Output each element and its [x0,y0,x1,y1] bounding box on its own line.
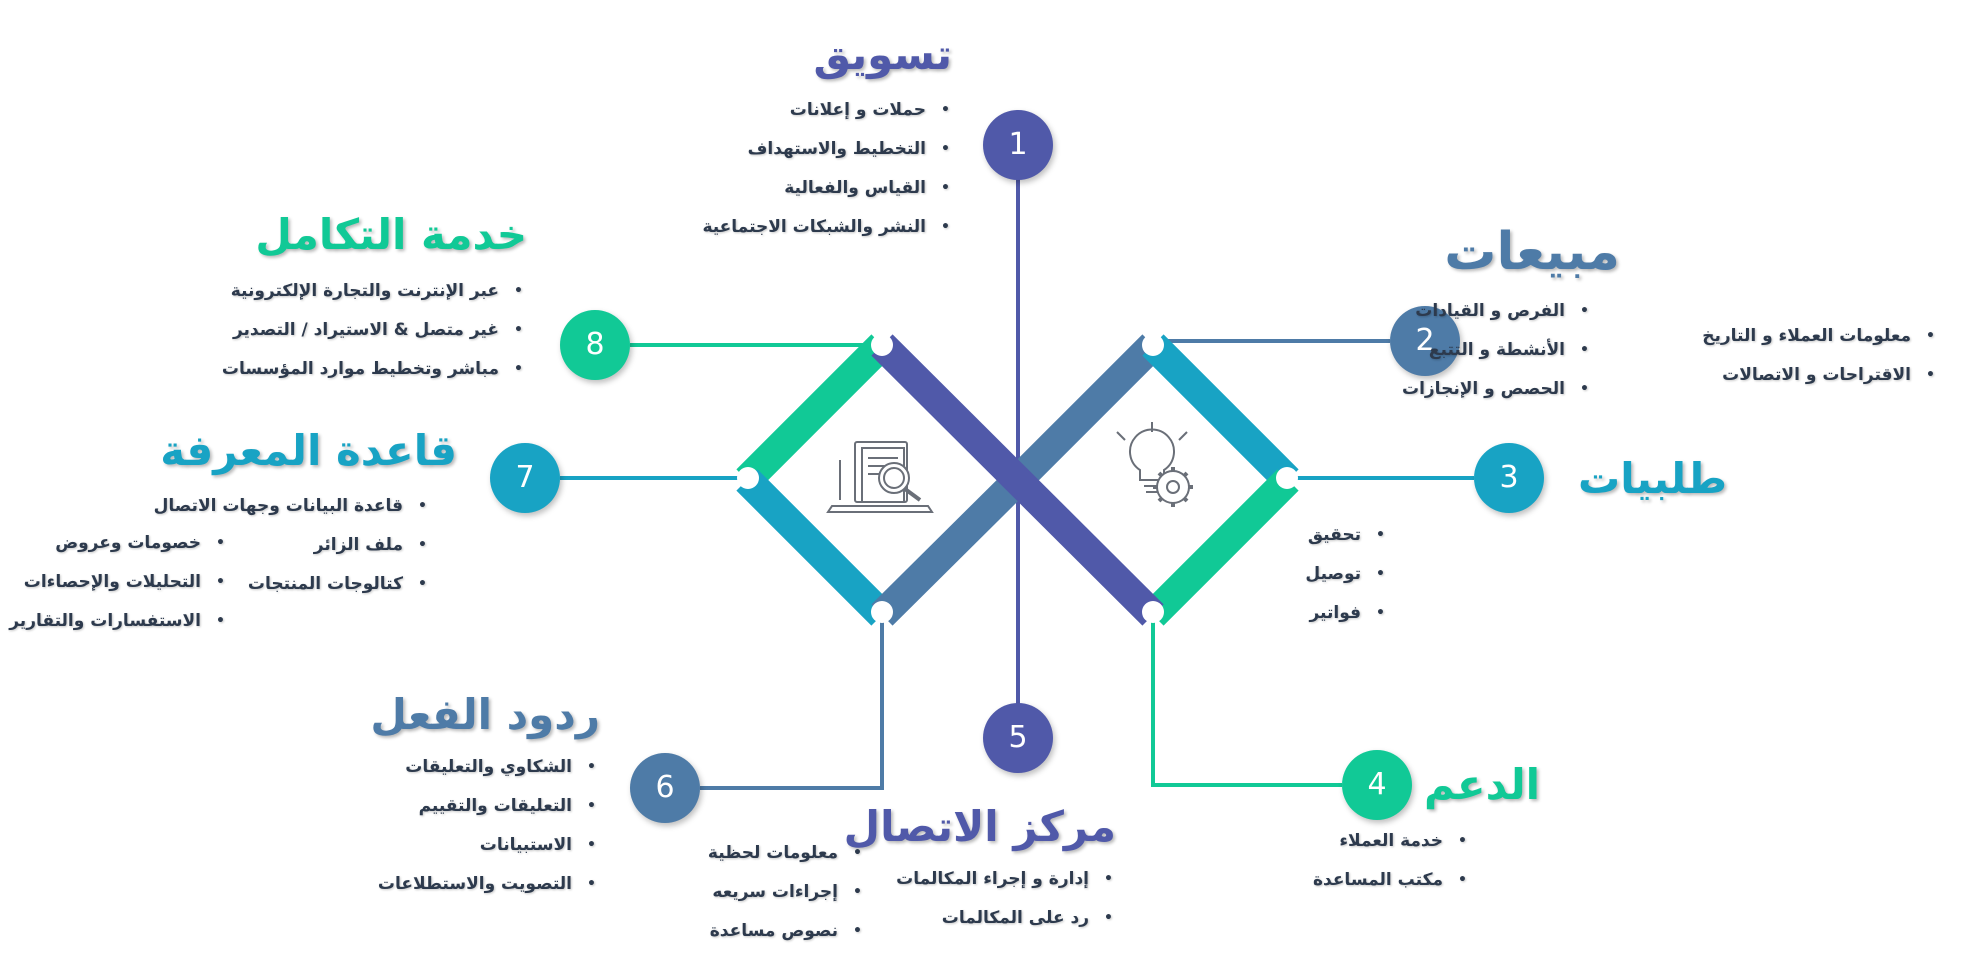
section-list-knowledge-base-extra: خصومات وعروض التحليلات والإحصاءات الاستف… [9,524,227,641]
section-title-marketing: تسويق [813,30,952,79]
section-list-support: خدمة العملاء مكتب المساعدة [1313,822,1469,900]
list-item: التعليقات والتقييم [378,787,597,826]
section-list-contact-center: إدارة و إجراء المكالمات رد على المكالمات [896,860,1115,938]
list-item: الاقتراحات و الاتصالات [1702,356,1935,395]
joint-dot [871,334,893,356]
section-title-feedback: ردود الفعل [370,690,600,739]
list-item: رد على المكالمات [896,899,1113,938]
section-title-orders: طلبيات [1578,454,1727,503]
joint-dot [1276,467,1298,489]
section-title-contact-center: مركز الاتصال [843,802,1116,851]
list-item: خدمة العملاء [1313,822,1467,861]
joint-dot [1142,601,1164,623]
band-right-top-left [1007,334,1164,491]
list-item: إجراءات سريعه [708,873,862,912]
connector-6 [700,615,884,790]
joint-dot [871,601,893,623]
list-item: ملف الزائر [154,526,428,565]
band-right-bottom-right [1142,469,1299,626]
list-item: توصيل [1305,555,1384,594]
list-item: النشر والشبكات الاجتماعية [702,208,949,247]
section-list-knowledge-base: قاعدة البيانات وجهات الاتصال ملف الزائر … [154,487,429,604]
badge-4: 4 [1342,750,1412,820]
list-item: الاستفسارات والتقارير [9,602,225,641]
list-item: فواتير [1305,594,1384,633]
band-right-top-right [1142,334,1299,491]
idea-gear-icon [1116,422,1193,507]
list-item: معلومات العملاء و التاريخ [1702,317,1935,356]
joint-dot [737,467,759,489]
section-title-support: الدعم [1423,760,1540,809]
section-list-feedback: الشكاوي والتعليقات التعليقات والتقييم ال… [378,748,598,904]
badge-3: 3 [1474,443,1544,513]
list-item: قاعدة البيانات وجهات الاتصال [154,487,428,526]
list-item: معلومات لحظية [708,834,862,873]
list-item: الحصص و الإنجازات [1402,370,1589,409]
section-list-marketing: حملات و إعلانات التخطيط والاستهداف القيا… [702,91,952,247]
list-item: حملات و إعلانات [702,91,950,130]
section-list-orders: تحقيق توصيل فواتير [1305,516,1387,633]
list-item: التحليلات والإحصاءات [9,563,225,602]
list-item: التصويت والاستطلاعات [378,865,596,904]
joint-dot [1142,334,1164,356]
band-left-top-left [736,334,893,491]
list-item: نصوص مساعدة [708,912,862,951]
section-list-contact-center-extra: معلومات لحظية إجراءات سريعه نصوص مساعدة [708,834,864,951]
document-search-icon [826,441,934,513]
list-item: التخطيط والاستهداف [702,130,950,169]
band-cross-down [871,334,1164,626]
list-item: الشكاوي والتعليقات [378,748,596,787]
band-left-bottom-left [736,469,893,626]
list-item: الاستبيانات [378,826,596,865]
list-item: إدارة و إجراء المكالمات [896,860,1113,899]
list-item: خصومات وعروض [9,524,225,563]
badge-5: 5 [983,703,1053,773]
list-item: عبر الإنترنت والتجارة الإلكترونية [222,272,523,311]
list-item: مباشر وتخطيط موارد المؤسسات [222,350,523,389]
band-left-bottom-right [871,469,1029,626]
badge-1: 1 [983,110,1053,180]
section-title-integration: خدمة التكامل [255,210,527,259]
badge-6: 6 [630,753,700,823]
section-list-integration: عبر الإنترنت والتجارة الإلكترونية غير مت… [222,272,525,389]
list-item: الفرص و القيادات [1402,292,1589,331]
list-item: الأنشطة و التتبع [1402,331,1589,370]
list-item: القياس والفعالية [702,169,949,208]
section-list-sales-extra: معلومات العملاء و التاريخ الاقتراحات و ا… [1702,317,1937,395]
list-item: كتالوجات المنتجات [154,565,427,604]
list-item: مكتب المساعدة [1313,861,1467,900]
section-list-sales: الفرص و القيادات الأنشطة و التتبع الحصص … [1402,292,1591,409]
list-item: تحقيق [1305,516,1385,555]
badge-8: 8 [560,310,630,380]
connector-4 [1151,615,1342,787]
section-title-sales: مبيعات [1444,222,1620,282]
section-title-knowledge-base: قاعدة المعرفة [160,426,457,475]
badge-7: 7 [490,443,560,513]
list-item: غير متصل & الاستيراد / التصدير [222,311,523,350]
